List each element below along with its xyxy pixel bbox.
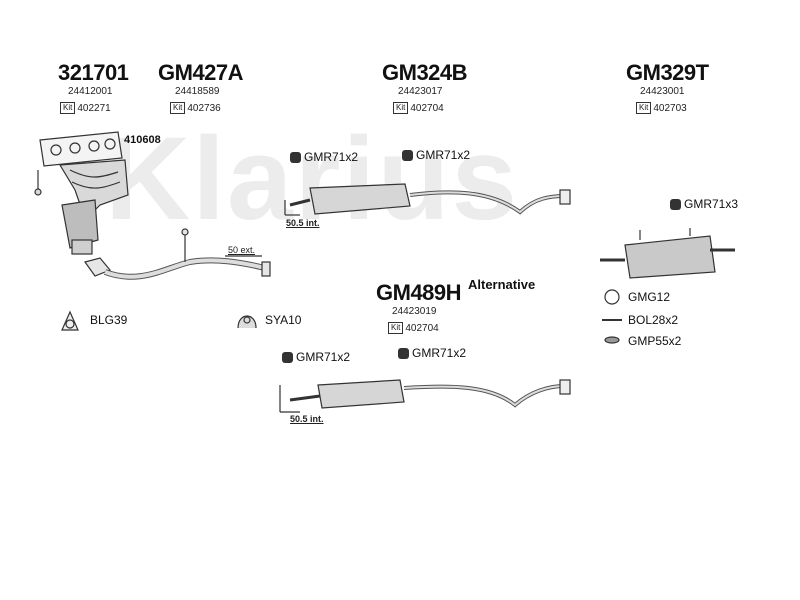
alternative-label: Alternative: [468, 277, 536, 292]
front-pipe-drawing: [84, 228, 271, 280]
kit-label: Kit: [393, 102, 409, 114]
catalytic-manifold-drawing: [34, 159, 129, 255]
part-title-gm427a: GM427A: [158, 60, 244, 85]
clamp-icon: [402, 150, 413, 162]
kit-label: Kit: [60, 102, 76, 114]
clamp-icon: [282, 352, 293, 364]
blg-label: BLG39: [90, 313, 128, 327]
clamp-label: GMR71x2: [282, 350, 350, 364]
kit-value: 402703: [653, 102, 687, 114]
ext-dimension: 50 ext.: [228, 245, 256, 255]
int-dimension-top: 50.5 int.: [286, 218, 320, 228]
oe-number: 24423017: [398, 86, 443, 97]
kit-value: 402736: [187, 102, 221, 114]
gasket-label: 410608: [124, 134, 161, 146]
rear-silencer-drawing: [600, 228, 735, 279]
kit-label: Kit: [388, 322, 404, 334]
alternative-silencer-drawing: [279, 379, 571, 413]
manifold-gasket-drawing: [39, 131, 123, 167]
oe-number: 24423001: [640, 86, 685, 97]
gmg-ring-icon: [604, 289, 620, 305]
clamp-label: GMR71x2: [290, 150, 358, 164]
part-title-gm324b: GM324B: [382, 60, 468, 85]
oe-number: 24412001: [68, 86, 113, 97]
clamp-label: GMR71x2: [402, 148, 470, 162]
clamp-icon: [290, 152, 301, 164]
part-title-gm329t: GM329T: [626, 60, 709, 85]
middle-silencer-drawing: [284, 183, 571, 216]
clamp-label: GMR71x2: [398, 346, 466, 360]
gmg-label: GMG12: [628, 290, 671, 304]
blg-gasket-icon: [61, 310, 79, 331]
bol-label: BOL28x2: [628, 313, 679, 327]
gmp-clamp-icon: [604, 336, 620, 344]
part-title-gm489h: GM489H: [376, 280, 462, 305]
part-title-321701: 321701: [58, 60, 129, 85]
kit-value: 402704: [405, 322, 439, 334]
clamp-icon: [670, 199, 681, 211]
watermark: Klarius: [105, 113, 520, 245]
oe-number: 24418589: [175, 86, 220, 97]
kit-value: 402271: [77, 102, 111, 114]
oe-number: 24423019: [392, 306, 437, 317]
clamp-label: GMR71x3: [670, 197, 738, 211]
kit-label: Kit: [636, 102, 652, 114]
kit-value: 402704: [410, 102, 444, 114]
sya-label: SYA10: [265, 313, 302, 327]
clamp-icon: [398, 348, 409, 360]
sya-clamp-icon: [237, 315, 257, 329]
gmp-label: GMP55x2: [628, 334, 682, 348]
kit-label: Kit: [170, 102, 186, 114]
int-dimension-bottom: 50.5 int.: [290, 414, 324, 424]
